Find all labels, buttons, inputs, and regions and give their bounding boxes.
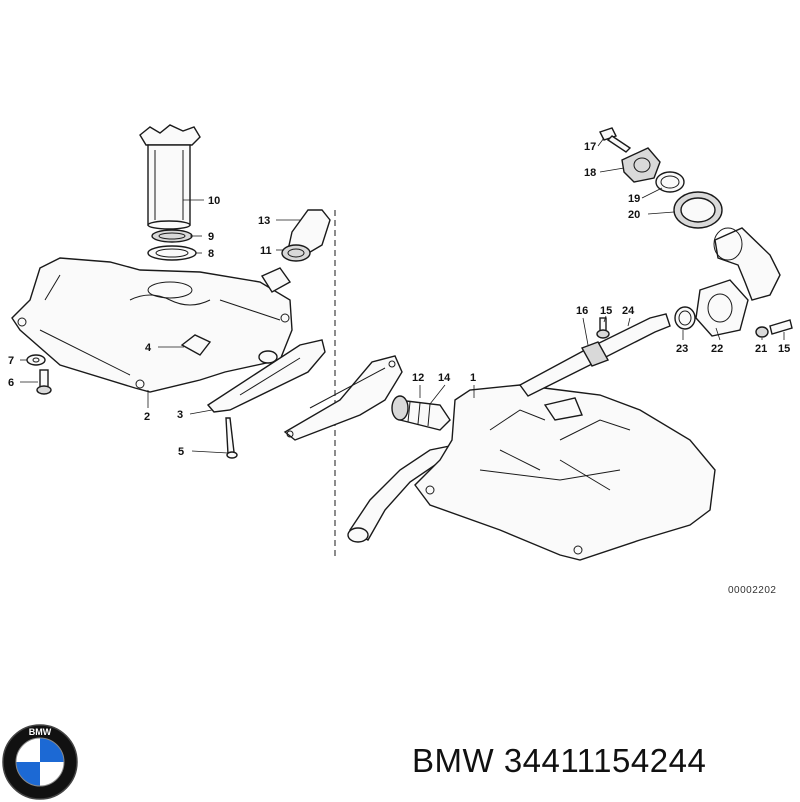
callout-20: 20 xyxy=(628,209,640,221)
filler-flange-22 xyxy=(695,279,749,337)
lock-cylinder-18 xyxy=(621,147,661,183)
bolt-6 xyxy=(36,369,52,395)
callout-21: 21 xyxy=(755,343,767,355)
callout-14: 14 xyxy=(438,372,451,384)
callout-24: 24 xyxy=(622,305,635,317)
callout-19: 19 xyxy=(628,193,640,205)
bolt-5 xyxy=(225,417,238,459)
callout-16: 16 xyxy=(576,305,588,317)
callout-6: 6 xyxy=(8,377,14,389)
callout-23: 23 xyxy=(676,343,688,355)
small-bracket xyxy=(180,334,212,356)
callout-13: 13 xyxy=(258,215,270,227)
callout-3: 3 xyxy=(177,409,183,421)
callout-17: 17 xyxy=(584,141,596,153)
part-number-label: BMW 34411154244 xyxy=(412,742,707,779)
callout-1: 1 xyxy=(470,372,476,384)
screw-15-left xyxy=(596,317,610,339)
callouts: 1 2 3 4 5 6 7 8 9 10 11 12 13 14 15 15 1… xyxy=(8,141,790,458)
callout-7: 7 xyxy=(8,355,14,367)
crossmember-strap xyxy=(206,339,326,413)
callout-22: 22 xyxy=(711,343,723,355)
callout-15-right: 15 xyxy=(778,343,790,355)
callout-12: 12 xyxy=(412,372,424,384)
callout-5: 5 xyxy=(178,446,184,458)
logo-lettering: BMW xyxy=(29,727,52,737)
connecting-hose xyxy=(397,399,451,431)
hose-clamp-16 xyxy=(580,341,610,367)
fuel-cap-20 xyxy=(673,191,723,229)
seal-ring-23 xyxy=(674,306,696,330)
tank-neck xyxy=(260,267,292,293)
key-17 xyxy=(599,127,632,153)
hose-clamp-12 xyxy=(391,395,409,421)
callout-9: 9 xyxy=(208,231,214,243)
callout-10: 10 xyxy=(208,195,220,207)
hose-clamp-11 xyxy=(281,244,311,262)
gasket xyxy=(147,245,197,261)
mounting-bracket xyxy=(283,355,403,441)
callout-4: 4 xyxy=(145,342,152,354)
nut-21 xyxy=(755,326,769,338)
fuel-pump-sender xyxy=(139,124,201,230)
seal-ring xyxy=(151,229,193,243)
screw-15-right xyxy=(769,319,793,335)
filler-neck xyxy=(713,227,781,301)
bmw-logo-icon: BMW xyxy=(2,724,78,800)
diagram-code: 00002202 xyxy=(728,585,777,596)
left-fuel-tank xyxy=(11,257,293,393)
washer-7 xyxy=(26,354,46,366)
callout-8: 8 xyxy=(208,248,214,260)
right-fuel-tank xyxy=(414,384,716,561)
callout-15-left: 15 xyxy=(600,305,612,317)
callout-11: 11 xyxy=(260,245,272,257)
gasket-19 xyxy=(655,171,685,193)
callout-18: 18 xyxy=(584,167,596,179)
callout-2: 2 xyxy=(144,411,150,423)
leader-lines xyxy=(20,137,785,454)
